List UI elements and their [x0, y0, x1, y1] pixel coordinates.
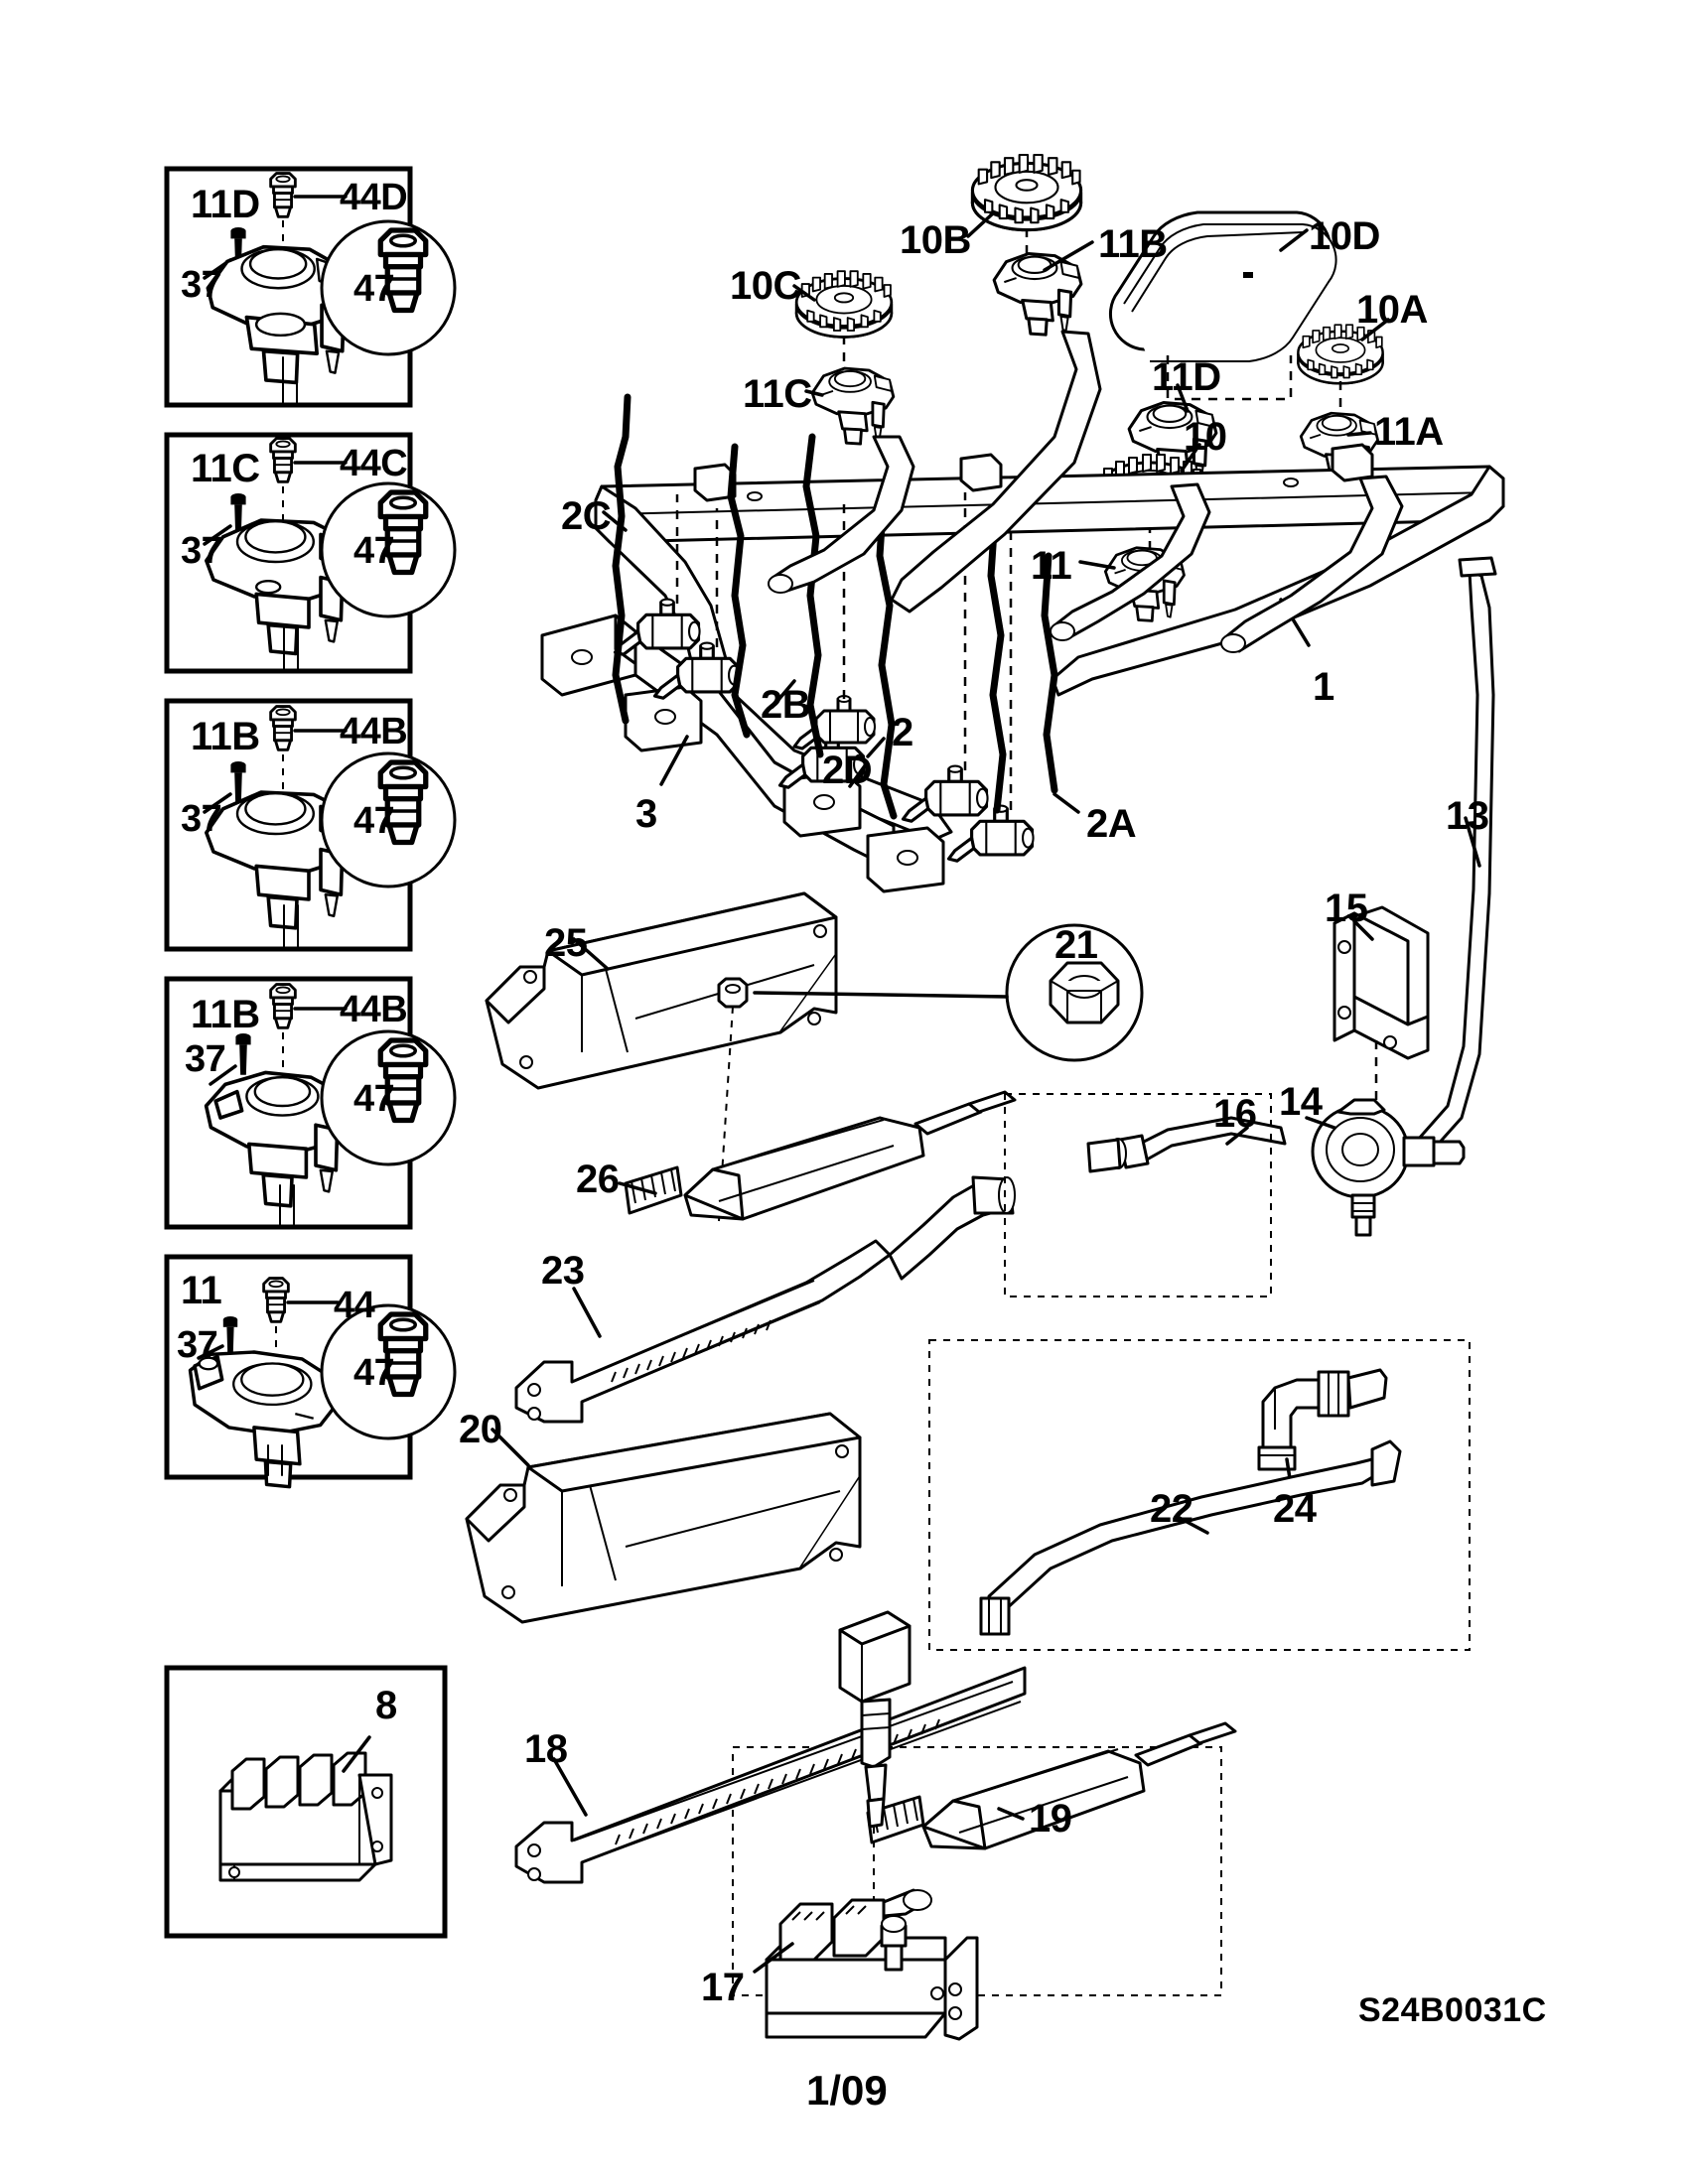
inset-screw-label-37-e: 37	[177, 1324, 218, 1366]
inset-screw-label-37-a: 37	[181, 264, 222, 306]
inset-title-11: 11	[181, 1269, 222, 1312]
inset-orifice-label-44d: 44D	[340, 177, 408, 218]
inset-detail-label-47-b: 47	[353, 530, 395, 572]
callout-11d: 11D	[1152, 355, 1221, 399]
inset-orifice-label-44b-a: 44B	[340, 711, 408, 752]
callout-20: 20	[459, 1408, 502, 1451]
inset-title-11c: 11C	[191, 447, 260, 490]
inset-orifice-label-44c: 44C	[340, 443, 408, 484]
callout-15: 15	[1325, 887, 1368, 930]
callout-18: 18	[524, 1727, 568, 1771]
callout-10c: 10C	[730, 264, 801, 308]
inset-detail-label-47-c: 47	[353, 800, 395, 842]
callout-16: 16	[1213, 1092, 1257, 1136]
callout-11c: 11C	[743, 372, 812, 416]
callout-2b: 2B	[761, 683, 811, 727]
inset-title-11b-upper: 11B	[191, 715, 260, 758]
callout-11: 11	[1031, 544, 1072, 588]
date-stamp: 1/09	[806, 2067, 888, 2114]
callout-25: 25	[544, 921, 588, 965]
inset-screw-label-37-d: 37	[185, 1038, 226, 1080]
inset-orifice-label-44: 44	[334, 1285, 375, 1326]
callout-3: 3	[635, 792, 657, 836]
callout-26: 26	[576, 1158, 620, 1201]
inset-detail-label-47-e: 47	[353, 1352, 395, 1394]
callout-10: 10	[1184, 415, 1227, 459]
inset-screw-label-37-b: 37	[181, 530, 222, 572]
callout-10d: 10D	[1309, 214, 1380, 258]
callout-2c: 2C	[561, 494, 612, 538]
callout-1: 1	[1313, 665, 1334, 709]
inset-title-11b-lower: 11B	[191, 993, 260, 1036]
callout-11b: 11B	[1098, 222, 1168, 266]
callout-14: 14	[1279, 1080, 1323, 1124]
inset-detail-label-47-d: 47	[353, 1078, 395, 1120]
callout-10b: 10B	[900, 218, 971, 262]
callout-23: 23	[541, 1249, 585, 1293]
diagram-code: S24B0031C	[1358, 1991, 1547, 2029]
callout-10a: 10A	[1356, 288, 1428, 332]
callout-19: 19	[1029, 1797, 1072, 1841]
callout-17: 17	[701, 1966, 745, 2009]
inset-title-11d: 11D	[191, 183, 260, 226]
callout-2: 2	[892, 711, 913, 754]
inset-detail-label-47-a: 47	[353, 268, 395, 310]
inset-screw-label-37-c: 37	[181, 798, 222, 840]
inset-orifice-label-44b-b: 44B	[340, 989, 408, 1030]
callout-22: 22	[1150, 1487, 1193, 1531]
callout-24: 24	[1273, 1487, 1317, 1531]
callout-2d: 2D	[822, 749, 873, 792]
callout-13: 13	[1446, 794, 1489, 838]
callout-21: 21	[1054, 923, 1098, 967]
callout-11a: 11A	[1374, 410, 1444, 454]
callout-2a: 2A	[1086, 802, 1137, 846]
inset-title-8: 8	[375, 1684, 397, 1727]
